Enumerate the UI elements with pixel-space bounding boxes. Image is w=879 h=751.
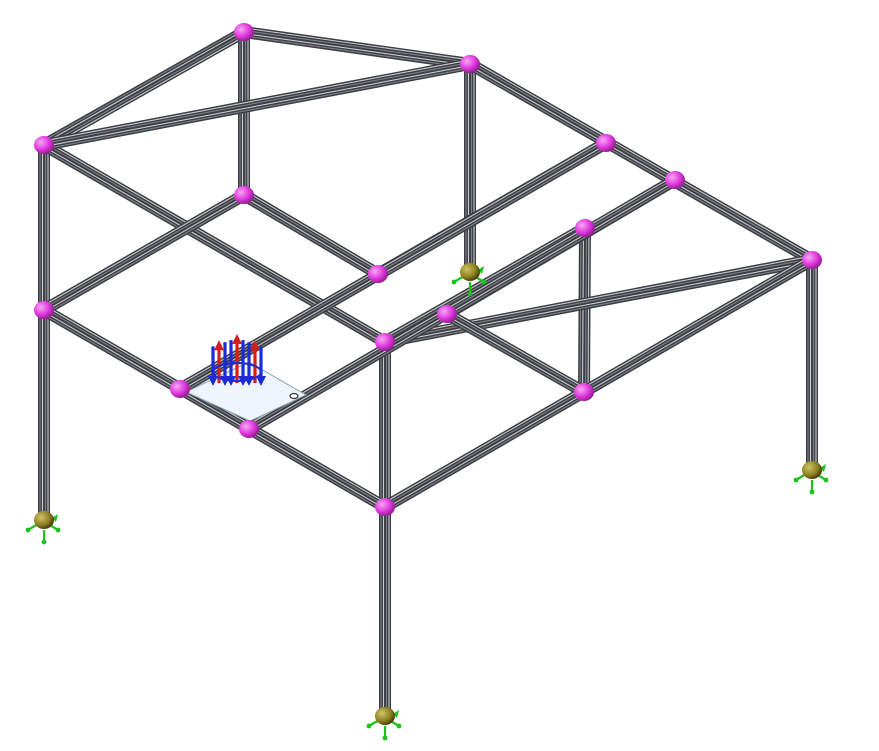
beam [379, 342, 391, 507]
beam [245, 174, 679, 435]
joint-node [437, 305, 457, 323]
beam [41, 189, 247, 316]
beam [42, 58, 472, 151]
fixed-support-icon [366, 707, 402, 741]
joint-node [34, 301, 54, 319]
joint-node [596, 134, 616, 152]
fixture-layer [25, 263, 829, 741]
beam [467, 58, 815, 266]
fixed-support-icon [25, 511, 61, 545]
joint-node [375, 498, 395, 516]
joint-node [234, 23, 254, 41]
beam [243, 26, 471, 70]
load-plate-layer [184, 361, 308, 422]
applied-load-icon [208, 334, 266, 386]
load-plate [184, 361, 308, 422]
joint-node [375, 333, 395, 351]
joint-node [574, 383, 594, 401]
joint-node [34, 136, 54, 154]
load-arrow-layer [208, 334, 266, 386]
beam [383, 254, 814, 348]
beam [464, 64, 476, 270]
beam [38, 145, 50, 310]
beam [41, 26, 247, 151]
joint-node [239, 420, 259, 438]
fixed-support-icon [793, 461, 829, 495]
beam [240, 189, 382, 280]
joint-node [170, 380, 190, 398]
joint-node [575, 219, 595, 237]
joint-node [368, 265, 388, 283]
joint-node [460, 55, 480, 73]
beam [379, 507, 391, 716]
joint-layer [34, 23, 822, 516]
beam [38, 310, 50, 520]
beam [806, 260, 818, 470]
beam-layer [38, 26, 818, 716]
beam [381, 254, 816, 513]
fixed-support-icon [451, 263, 487, 297]
beam [444, 308, 587, 398]
joint-node [234, 186, 254, 204]
beam [40, 304, 389, 513]
joint-node [665, 171, 685, 189]
joint-node [802, 251, 822, 269]
